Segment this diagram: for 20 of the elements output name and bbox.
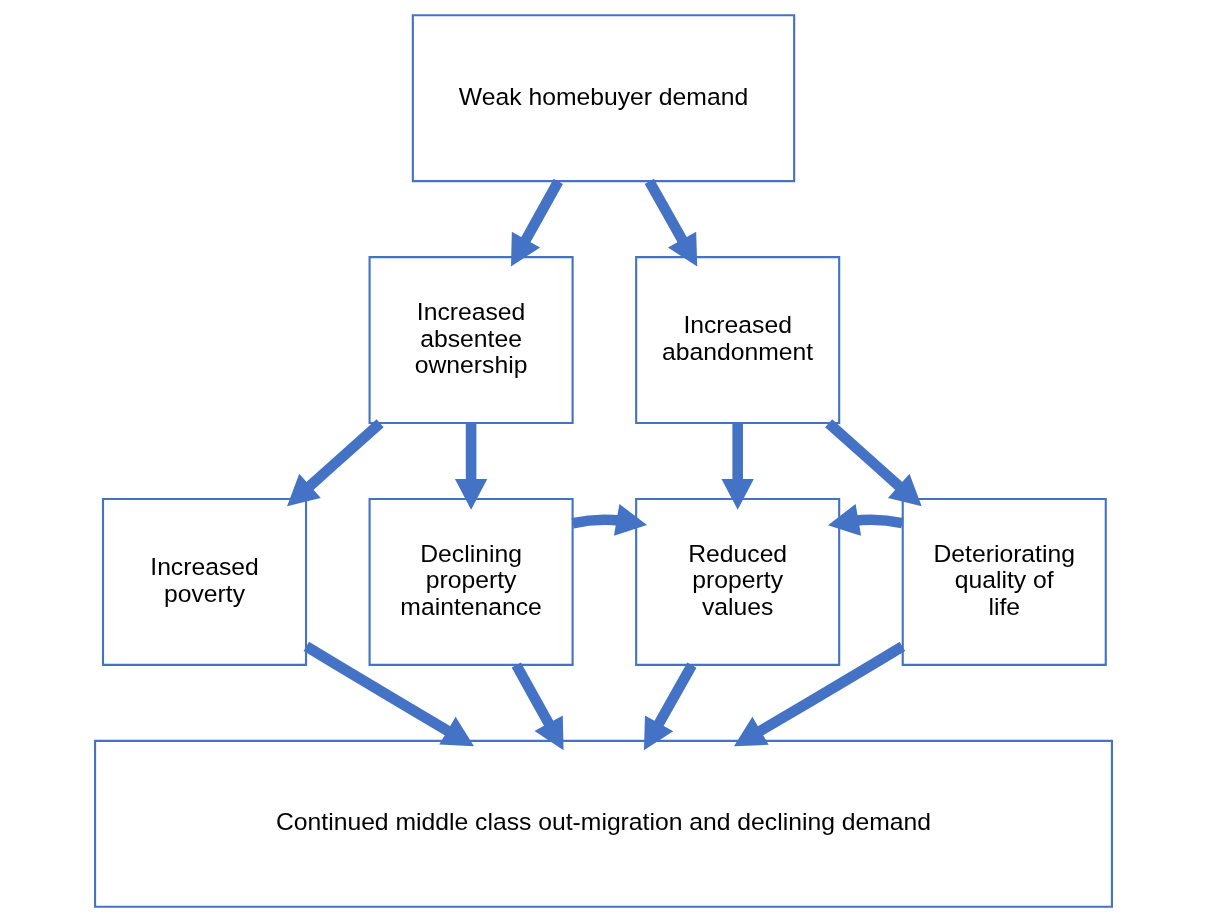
arrow xyxy=(733,641,906,747)
arrow xyxy=(303,641,474,747)
arrow xyxy=(571,503,648,536)
node-box: Increased absentee ownership xyxy=(368,256,574,425)
arrow xyxy=(454,423,488,510)
node-box: Increased abandonment xyxy=(635,256,841,425)
node-box: Reduced property values xyxy=(635,497,841,666)
node-box: Declining property maintenance xyxy=(368,497,574,666)
arrow xyxy=(825,419,922,507)
node-box: Deteriorating quality of life xyxy=(901,497,1107,666)
node-box: Weak homebuyer demand xyxy=(411,14,796,183)
arrow xyxy=(287,419,384,507)
arrow xyxy=(643,662,697,751)
arrow xyxy=(511,662,564,751)
arrow xyxy=(511,178,563,267)
arrow xyxy=(827,504,904,536)
arrow xyxy=(644,178,698,267)
arrow xyxy=(721,423,754,510)
node-box: Increased poverty xyxy=(101,497,308,666)
node-box: Continued middle class out-migration and declining demand xyxy=(94,739,1113,908)
